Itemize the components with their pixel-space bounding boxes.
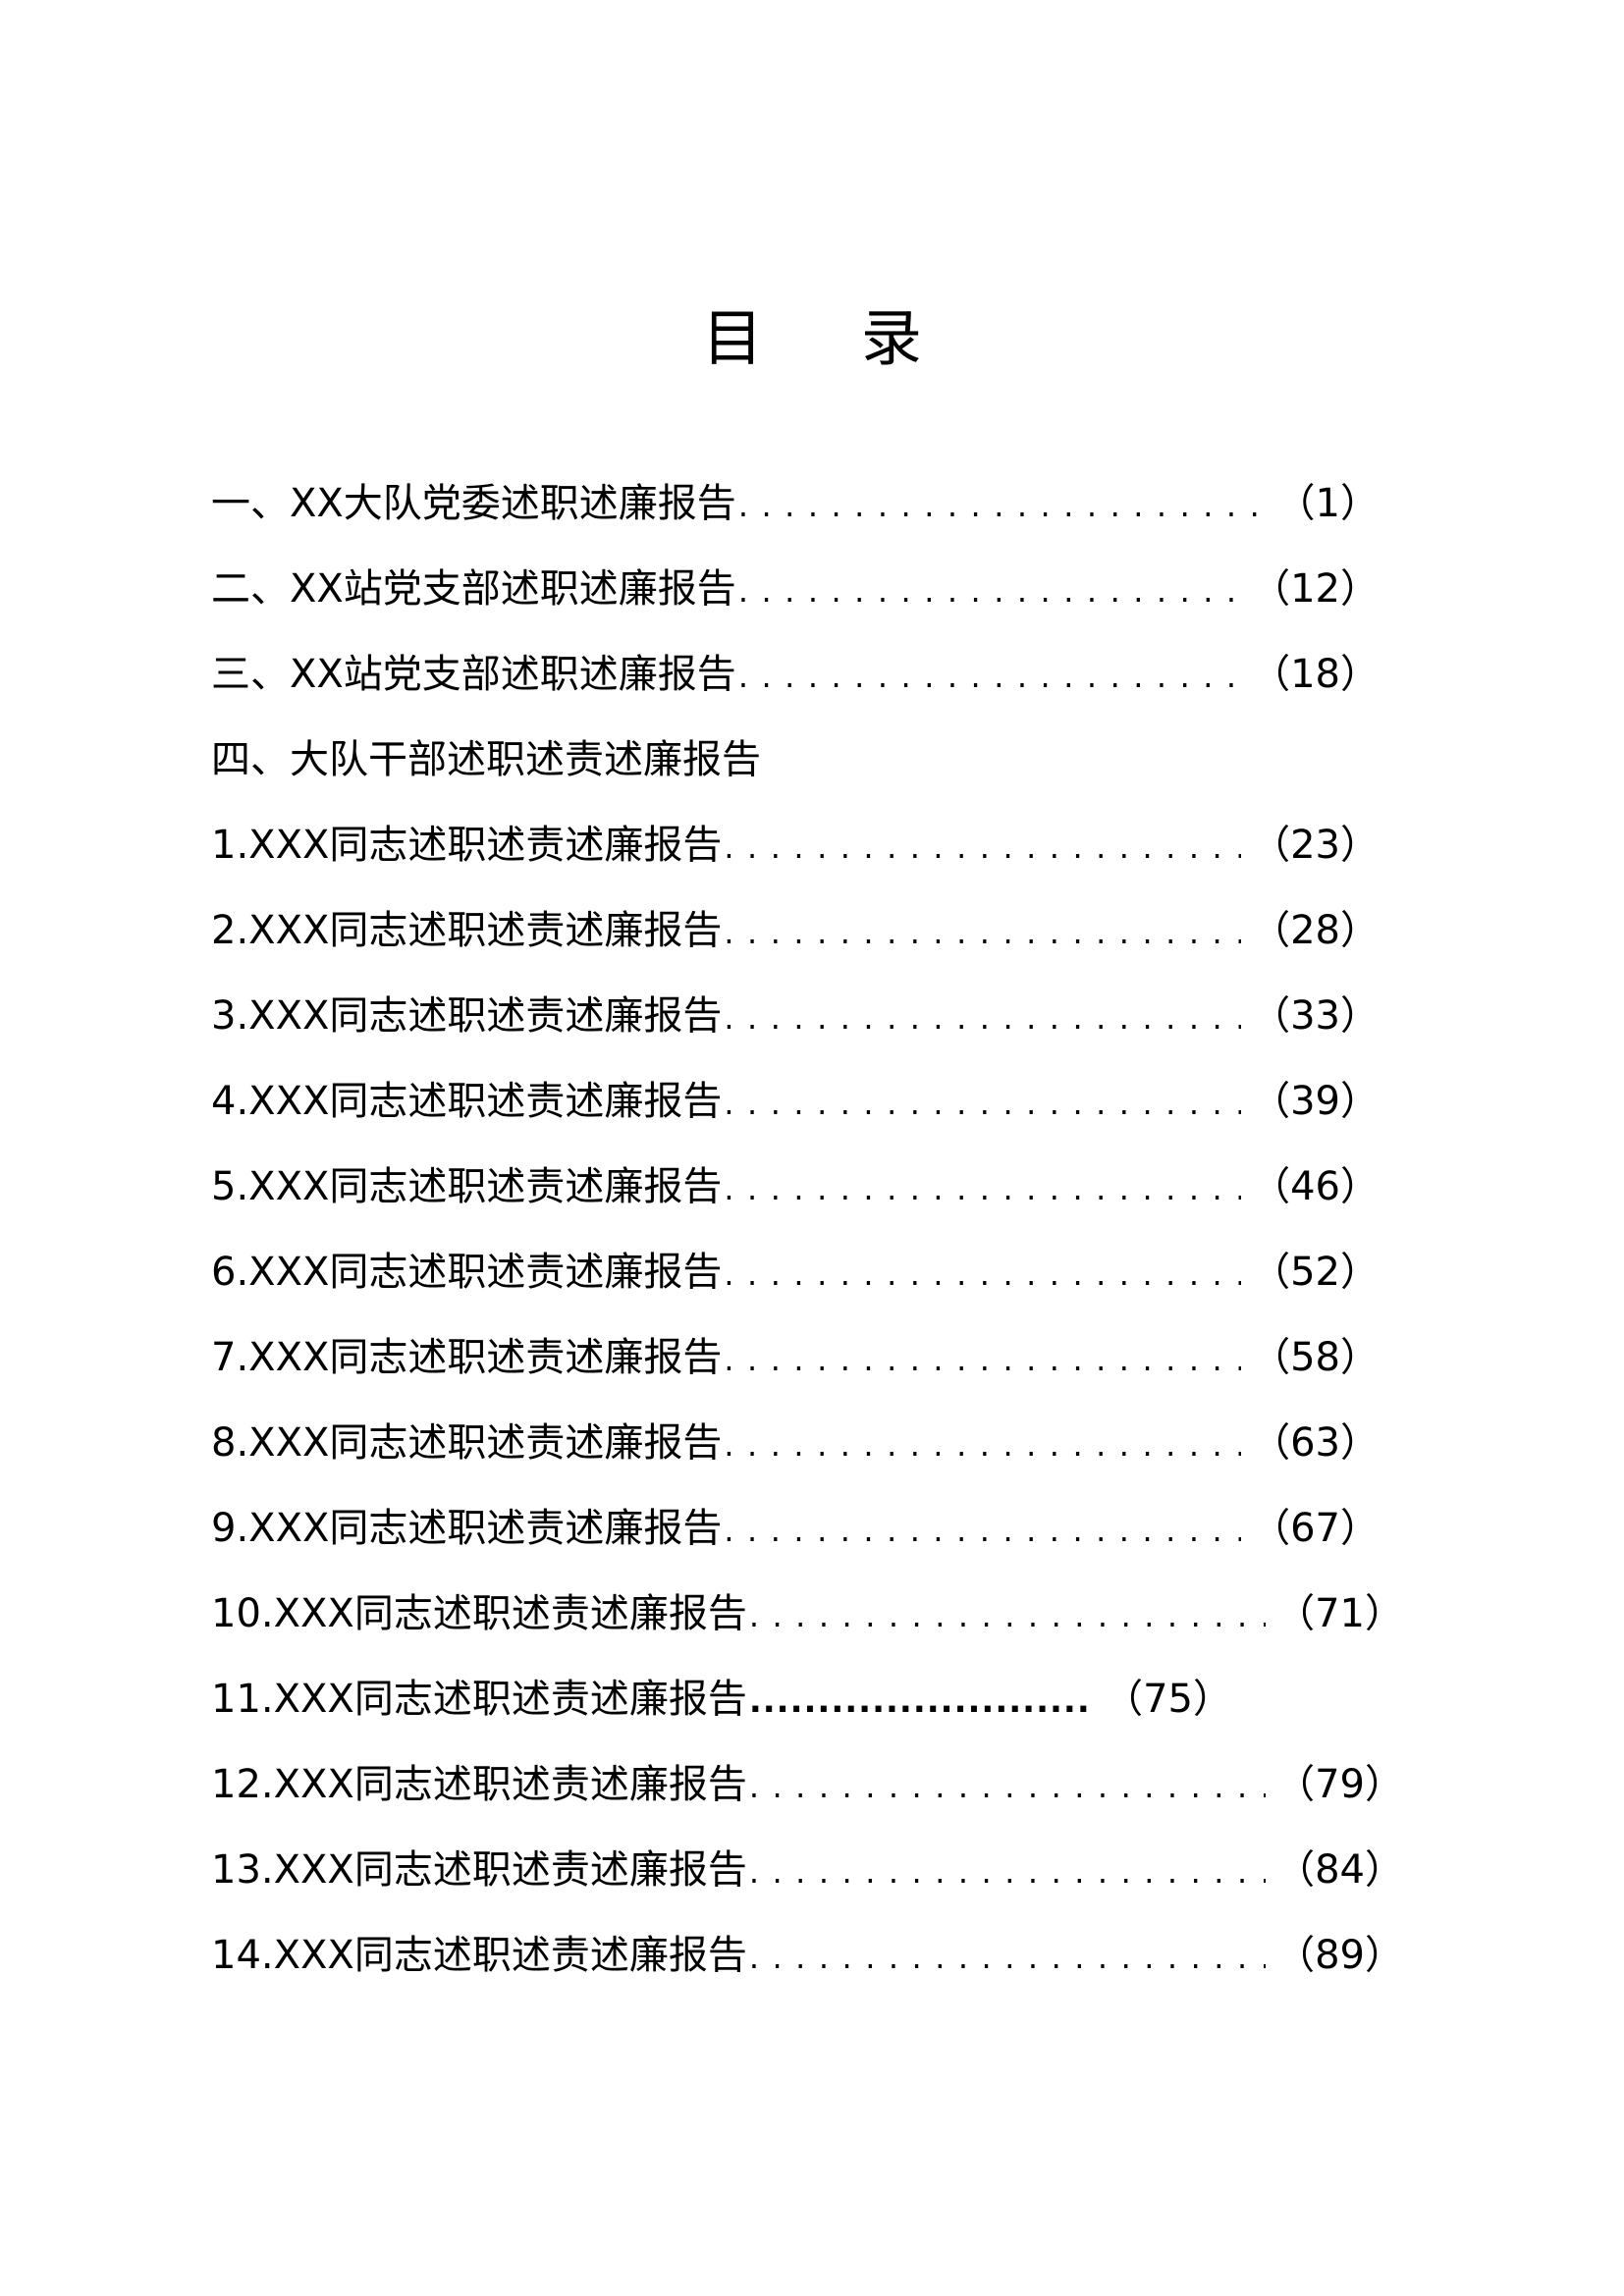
toc-entry-label: 8.XXX同志述职述责述廉报告 — [211, 1420, 723, 1466]
toc-entry-page: （75） — [1104, 1677, 1232, 1722]
toc-entry[interactable]: 7.XXX同志述职述责述廉报告 ........................… — [211, 1323, 1380, 1392]
toc-section-heading[interactable]: 四、大队干部述职述责述廉报告 — [211, 725, 1380, 794]
toc-entry-page: （28） — [1251, 908, 1380, 953]
toc-entry-page: （12） — [1251, 566, 1380, 612]
toc-entry-page: （63） — [1251, 1420, 1380, 1466]
dot-leader: ........................................… — [724, 1170, 1241, 1207]
toc-entry-label: 3.XXX同志述职述责述廉报告 — [211, 993, 723, 1039]
toc-entry-page: （33） — [1251, 993, 1380, 1039]
toc-entry-page: （46） — [1251, 1164, 1380, 1209]
dot-leader: ........................................… — [748, 1768, 1266, 1805]
toc-entry-label: 5.XXX同志述职述责述廉报告 — [211, 1164, 723, 1209]
toc-entry-label: 10.XXX同志述职述责述廉报告 — [211, 1591, 747, 1636]
dot-leader: ........................................… — [748, 1939, 1266, 1976]
toc-entry-page: （18） — [1251, 652, 1380, 697]
toc-entry-label: 一、XX大队党委述职述廉报告 — [211, 481, 736, 526]
toc-entry-label: 二、XX站党支部述职述廉报告 — [211, 566, 736, 612]
dot-leader: ........................................… — [724, 828, 1241, 866]
toc-entry-label: 三、XX站党支部述职述廉报告 — [211, 652, 736, 697]
toc-entry[interactable]: 二、XX站党支部述职述廉报告 .........................… — [211, 555, 1380, 623]
dot-leader: ........................................… — [724, 1085, 1241, 1122]
toc-entry[interactable]: 14.XXX同志述职述责述廉报告 .......................… — [211, 1921, 1404, 1990]
toc-entry[interactable]: 3.XXX同志述职述责述廉报告 ........................… — [211, 982, 1380, 1050]
toc-entry[interactable]: 5.XXX同志述职述责述廉报告 ........................… — [211, 1152, 1380, 1221]
toc-title: 目 录 — [702, 302, 961, 374]
toc-entry[interactable]: 三、XX站党支部述职述廉报告 .........................… — [211, 640, 1380, 709]
dot-leader: ........................................… — [737, 658, 1241, 695]
toc-entry[interactable]: 12.XXX同志述职述责述廉报告 .......................… — [211, 1750, 1404, 1819]
toc-entry[interactable]: 1.XXX同志述职述责述廉报告 ........................… — [211, 811, 1380, 880]
dot-leader: ........................................… — [748, 1597, 1266, 1634]
toc-entry[interactable]: 6.XXX同志述职述责述廉报告 ........................… — [211, 1238, 1380, 1307]
toc-entry[interactable]: 8.XXX同志述职述责述廉报告 ........................… — [211, 1409, 1380, 1477]
toc-entry-label: 四、大队干部述职述责述廉报告 — [211, 737, 761, 782]
dot-leader: ........................................… — [737, 572, 1241, 610]
dot-leader: ........................................… — [748, 1682, 1095, 1721]
dot-leader: ........................................… — [724, 1255, 1241, 1293]
toc-entry[interactable]: 2.XXX同志述职述责述廉报告 ........................… — [211, 896, 1380, 965]
toc-entry-page: （89） — [1275, 1933, 1404, 1978]
toc-entry-label: 9.XXX同志述职述责述廉报告 — [211, 1506, 723, 1551]
toc-entry-page: （71） — [1275, 1591, 1404, 1636]
dot-leader: ........................................… — [724, 1341, 1241, 1378]
dot-leader: ........................................… — [724, 1426, 1241, 1464]
dot-leader: ........................................… — [724, 1512, 1241, 1549]
toc-entry-label: 4.XXX同志述职述责述廉报告 — [211, 1079, 723, 1124]
toc-entry-label: 12.XXX同志述职述责述廉报告 — [211, 1762, 747, 1807]
toc-entry[interactable]: 10.XXX同志述职述责述廉报告 .......................… — [211, 1579, 1404, 1648]
toc-entry-page: （84） — [1275, 1847, 1404, 1893]
toc-entry-page: （58） — [1251, 1335, 1380, 1380]
dot-leader: ........................................… — [724, 914, 1241, 951]
toc-entry-label: 7.XXX同志述职述责述廉报告 — [211, 1335, 723, 1380]
dot-leader: ........................................… — [737, 487, 1267, 524]
toc-entry[interactable]: 一、XX大队党委述职述廉报告 .........................… — [211, 469, 1380, 538]
toc-entry[interactable]: 13.XXX同志述职述责述廉报告 .......................… — [211, 1836, 1404, 1904]
toc-entry-page: （79） — [1275, 1762, 1404, 1807]
toc-entry[interactable]: 4.XXX同志述职述责述廉报告 ........................… — [211, 1067, 1380, 1136]
toc-entry-page: （67） — [1251, 1506, 1380, 1551]
toc-entry-label: 14.XXX同志述职述责述廉报告 — [211, 1933, 747, 1978]
toc-entry-label: 11.XXX同志述职述责述廉报告 — [211, 1677, 747, 1722]
toc-entry[interactable]: 9.XXX同志述职述责述廉报告 ........................… — [211, 1494, 1380, 1563]
toc-entry-page: （52） — [1251, 1250, 1380, 1295]
dot-leader: ........................................… — [724, 999, 1241, 1037]
toc-entry[interactable]: 11.XXX同志述职述责述廉报告 .......................… — [211, 1665, 1232, 1734]
toc-entry-label: 2.XXX同志述职述责述廉报告 — [211, 908, 723, 953]
toc-entry-label: 6.XXX同志述职述责述廉报告 — [211, 1250, 723, 1295]
toc-entry-label: 1.XXX同志述职述责述廉报告 — [211, 823, 723, 868]
toc-entry-page: （39） — [1251, 1079, 1380, 1124]
toc-entry-page: （23） — [1251, 823, 1380, 868]
toc-entry-label: 13.XXX同志述职述责述廉报告 — [211, 1847, 747, 1893]
dot-leader: ........................................… — [748, 1853, 1266, 1891]
toc-entry-page: （1） — [1275, 481, 1380, 526]
